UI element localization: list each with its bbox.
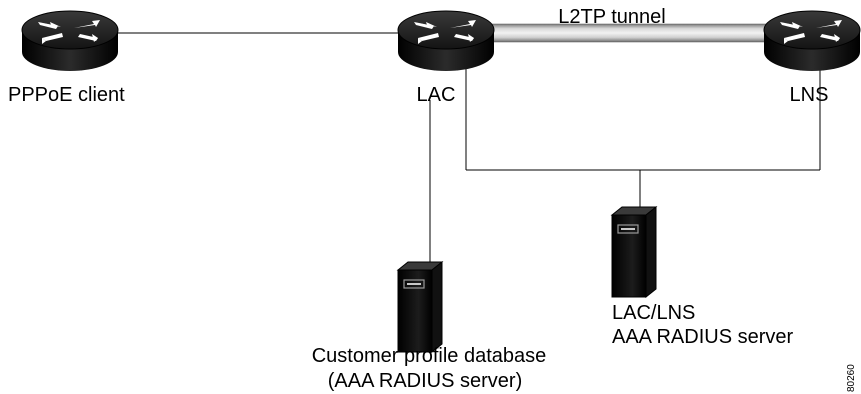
router-icon	[21, 10, 119, 72]
customer-db-label-line1: Customer profile database	[311, 345, 547, 367]
lns-label: LNS	[789, 84, 829, 106]
lac-label: LAC	[416, 84, 456, 106]
customer-db-label-line2: (AAA RADIUS server)	[327, 370, 523, 392]
server-icon	[397, 261, 443, 353]
server-icon	[611, 206, 657, 298]
lac-lns-server-label-line1: LAC/LNS	[612, 302, 696, 324]
figure-id: 80260	[846, 364, 857, 392]
router-icon	[397, 10, 495, 72]
tunnel-label: L2TP tunnel	[558, 6, 666, 28]
pppoe-client-label: PPPoE client	[8, 84, 125, 106]
router-icon	[763, 10, 861, 72]
lac-lns-server-label-line2: AAA RADIUS server	[612, 326, 794, 348]
